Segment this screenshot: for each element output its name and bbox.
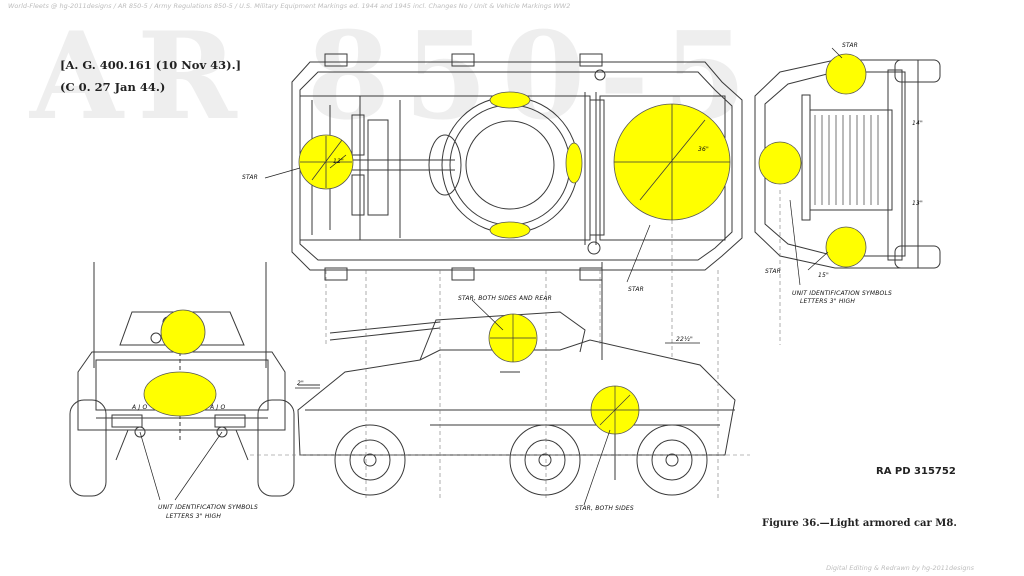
star-marker-turret-bottom: [489, 221, 531, 239]
callout-star-right-lower: STAR: [765, 268, 781, 275]
dimension-15: 15": [818, 272, 829, 279]
dimension-13: 13": [912, 200, 923, 207]
plate-right-text: A J O: [210, 404, 226, 411]
ag-reference: [A. G. 400.161 (10 Nov 43).]: [60, 58, 242, 72]
watermark-bottom-line: Digital Editing & Redrawn by hg-2011desi…: [826, 564, 974, 572]
callout-unit-id-left-line1: UNIT IDENTIFICATION SYMBOLS: [158, 504, 258, 511]
figure-code: RA PD 315752: [876, 466, 956, 477]
callout-unit-id-right-line2: LETTERS 3" HIGH: [800, 298, 856, 305]
top-view-stars: [298, 91, 731, 239]
star-marker-rear-top: [825, 53, 867, 95]
figure-caption: Figure 36.—Light armored car M8.: [762, 518, 957, 529]
callout-star-top-right: STAR: [842, 42, 858, 49]
star-marker-turret-right: [565, 142, 583, 184]
plate-left-text: A J O: [132, 404, 148, 411]
callout-star-sides-rear: STAR, BOTH SIDES AND REAR: [458, 295, 552, 302]
dimension-2: 2": [297, 380, 304, 387]
leader-lines: [139, 47, 843, 506]
star-marker-rear-bottom: [825, 226, 867, 268]
star-marker-rear-center: [758, 141, 802, 185]
dimension-36: 36": [698, 146, 709, 153]
dimension-22-5: 22½": [676, 336, 694, 343]
callout-unit-id-left-line2: LETTERS 3" HIGH: [166, 513, 222, 520]
star-marker-front: [143, 371, 217, 417]
side-view: [250, 190, 781, 500]
star-marker-turret-top: [489, 91, 531, 109]
watermark-top-line: World-Fleets @ hg-2011designs / AR 850-5…: [8, 2, 571, 10]
dimension-12: 12": [333, 158, 344, 165]
change-reference: (C 0. 27 Jan 44.): [60, 80, 166, 94]
callout-star-center: STAR: [628, 286, 644, 293]
rear-view-stars: [758, 53, 867, 268]
callout-unit-id-right-line1: UNIT IDENTIFICATION SYMBOLS: [792, 290, 892, 297]
star-marker-front-turret: [160, 309, 206, 355]
dimension-14: 14": [912, 120, 923, 127]
callout-star-top-left: STAR: [242, 174, 258, 181]
callout-star-both-sides: STAR, BOTH SIDES: [575, 505, 634, 512]
